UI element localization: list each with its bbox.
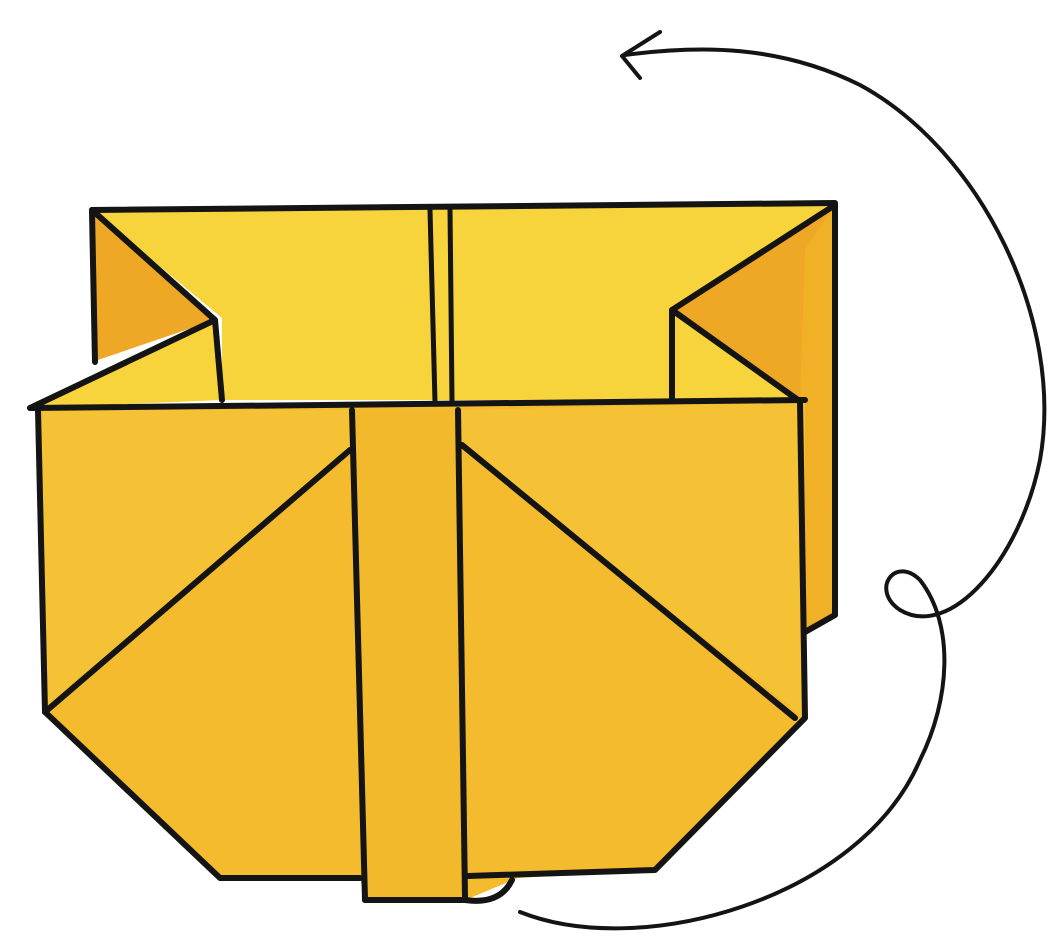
left-flap-vertical <box>92 212 95 362</box>
front-panel <box>38 400 805 900</box>
center-strip-fill <box>352 410 465 900</box>
top-center-line-right <box>450 208 452 402</box>
